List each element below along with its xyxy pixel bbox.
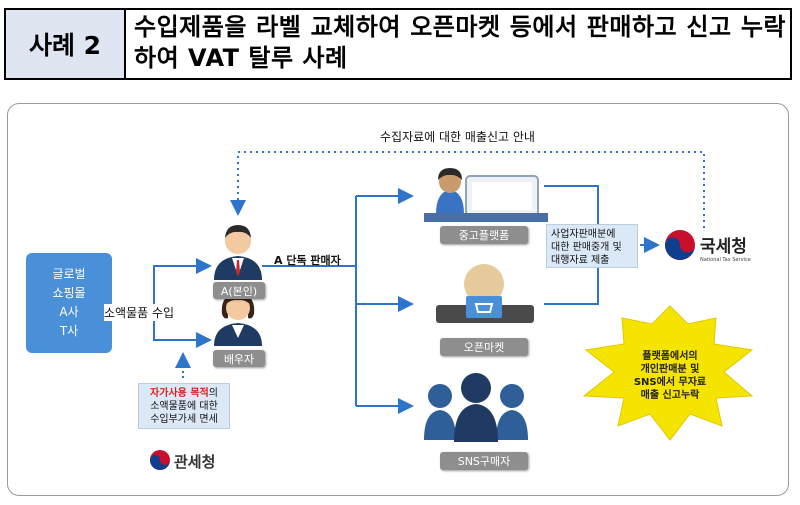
sns-buyers-icon xyxy=(424,373,528,442)
nts-logo: 국세청 National Tax Service xyxy=(700,232,751,263)
used-platform-icon xyxy=(424,168,548,222)
used-platform-tag: 중고플랫폼 xyxy=(440,226,528,244)
import-arrow-spouse xyxy=(153,318,212,348)
open-market-tag: 오픈마켓 xyxy=(440,338,528,356)
global-mall-line2: 쇼핑몰 xyxy=(52,286,86,300)
starburst-line4: 매출 신고누락 xyxy=(640,390,700,401)
person-a-icon xyxy=(214,225,262,280)
guidance-label: 수집자료에 대한 매출신고 안내 xyxy=(380,130,535,144)
customs-name: 관세청 xyxy=(174,453,216,471)
global-mall-box: 글로벌 쇼핑몰 A사 T사 xyxy=(26,253,112,353)
warning-starburst xyxy=(582,305,754,441)
exemption-highlight: 자가사용 목적 xyxy=(150,388,209,399)
starburst-line1: 플랫폼에서의 xyxy=(642,351,698,362)
starburst-line3: SNS에서 무자료 xyxy=(633,377,707,388)
customs-logo-icon xyxy=(150,450,170,470)
guidance-dotted-line xyxy=(230,151,705,228)
exemption-line1-rest: 의 xyxy=(208,388,218,399)
import-label: 소액물품 수입 xyxy=(104,304,175,321)
sns-buyers-tag: SNS구매자 xyxy=(440,452,528,470)
nts-logo-icon xyxy=(665,230,696,260)
exemption-line2: 소액물품에 대한 xyxy=(150,401,218,412)
exemption-line3: 수입부가세 면세 xyxy=(150,414,218,425)
global-mall-line1: 글로벌 xyxy=(52,267,86,281)
nts-subtitle: National Tax Service xyxy=(700,257,751,263)
global-mall-line3: A사 xyxy=(59,305,79,319)
spouse-tag: 배우자 xyxy=(213,350,265,367)
starburst-line2: 개인판매분 및 xyxy=(640,364,700,375)
global-mall-line4: T사 xyxy=(59,324,79,338)
starburst-text: 플랫폼에서의 개인판매분 및 SNS에서 무자료 매출 신고누락 xyxy=(620,350,720,402)
platform-report-line3: 대행자료 제출 xyxy=(551,255,610,266)
nts-name: 국세청 xyxy=(700,237,747,257)
diagram-frame xyxy=(7,103,789,496)
case-label: 사례 2 xyxy=(6,10,126,78)
platform-report-line2: 대한 판매중개 및 xyxy=(551,242,622,253)
person-a-tag: A(본인) xyxy=(213,282,265,299)
platform-report-box: 사업자판매분에 대한 판매중개 및 대행자료 제출 xyxy=(546,224,638,268)
case-title: 수입제품을 라벨 교체하여 오픈마켓 등에서 판매하고 신고 누락하여 VAT … xyxy=(134,13,786,72)
platform-report-line1: 사업자판매분에 xyxy=(551,229,616,240)
case-header: 사례 2 수입제품을 라벨 교체하여 오픈마켓 등에서 판매하고 신고 누락하여… xyxy=(4,8,792,80)
exemption-box: 자가사용 목적의 소액물품에 대한 수입부가세 면세 xyxy=(138,383,230,429)
seller-label: A 단독 판매자 xyxy=(274,254,341,267)
open-market-icon xyxy=(436,264,534,323)
spouse-icon xyxy=(214,293,262,346)
